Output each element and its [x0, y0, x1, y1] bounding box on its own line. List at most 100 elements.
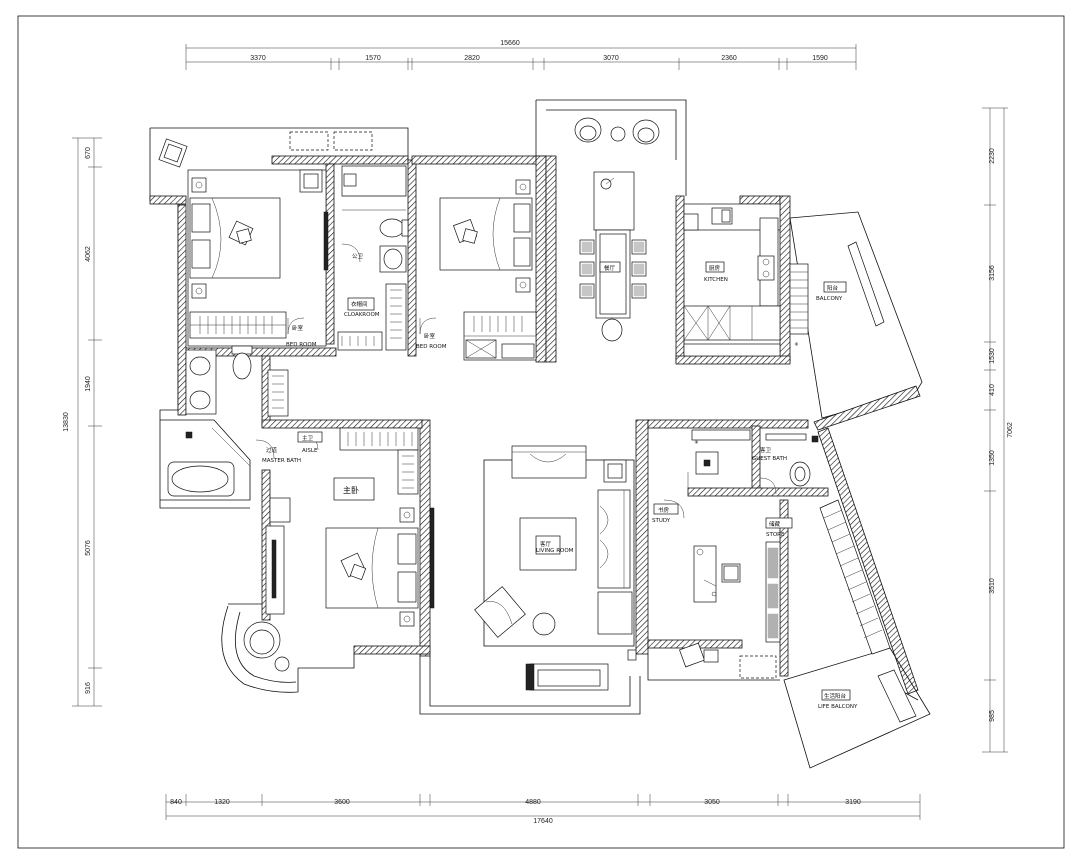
master-bath-label: 主卫 — [302, 434, 314, 442]
drawing-frame — [17, 15, 1065, 849]
bottom-dim-1: 840 — [170, 799, 182, 806]
right-dimension-chain: 7062 2230 3156 1530 410 1350 3510 985 — [982, 107, 1014, 753]
life-balcony: 生活阳台 LIFE BALCONY — [818, 499, 917, 723]
toilet-icon — [231, 345, 253, 380]
shower-icon — [343, 173, 357, 187]
bedroom-a-sublabel: BED ROOM — [286, 342, 317, 348]
master-bedroom: 主卧 — [221, 427, 435, 693]
bottom-dim-5: 3050 — [704, 799, 720, 806]
bedroom-b: 卧室 BED ROOM — [416, 179, 537, 361]
corridor-sublabel: AISLE — [302, 448, 318, 454]
pillow-icon — [340, 552, 367, 581]
left-dimension-chain: 13830 670 4062 1940 5076 916 — [63, 137, 102, 707]
left-dim-5: 916 — [85, 682, 92, 694]
dining-chair-icon — [579, 239, 647, 342]
armchair-icon — [574, 117, 660, 145]
office-chair-icon — [721, 563, 741, 583]
living-room: 客厅 LIVING ROOM — [474, 445, 637, 691]
nightstand-icon — [515, 277, 531, 293]
top-dim-2: 1570 — [365, 55, 381, 62]
balcony-top-label: 阳台 — [827, 284, 839, 292]
bottom-dim-2: 1320 — [214, 799, 230, 806]
dining-label: 餐厅 — [604, 264, 616, 272]
master-bath-sublabel: MASTER BATH — [262, 458, 301, 464]
study: 书房 STUDY — [647, 499, 781, 681]
top-dim-4: 3070 — [603, 55, 619, 62]
sink-icon — [379, 245, 407, 273]
pillow-icon — [228, 220, 254, 246]
right-dim-3: 1530 — [989, 348, 996, 364]
nightstand-icon — [515, 179, 531, 195]
top-dim-6: 1590 — [812, 55, 828, 62]
right-dim-2: 3156 — [989, 265, 996, 281]
left-dim-4: 5076 — [85, 540, 92, 556]
cloakroom-label: 衣帽间 — [351, 300, 368, 308]
right-total-dim: 7062 — [1007, 422, 1014, 438]
armchair-icon — [679, 642, 719, 668]
dresser-icon — [269, 497, 291, 523]
desk-icon — [693, 545, 717, 603]
master-bedroom-label: 主卧 — [343, 485, 359, 495]
left-dim-1: 670 — [85, 147, 92, 159]
top-dimension-chain: 15660 3370 1570 2820 3070 2360 1590 — [185, 40, 857, 70]
left-total-dim: 13830 — [63, 412, 70, 432]
guest-bathroom-sublabel: GUEST BATH — [752, 456, 787, 462]
ac-unit-icon — [333, 131, 373, 151]
right-dim-4: 410 — [989, 384, 996, 396]
master-bath: 主卫 MASTER BATH 过道 AISLE — [160, 345, 323, 501]
guest-bathroom-label: 客卫 — [760, 446, 772, 454]
tv-icon — [429, 507, 435, 609]
corridor-label: 过道 — [266, 446, 278, 454]
kitchen-label: 厨房 — [709, 264, 721, 272]
tv-icon — [323, 211, 329, 271]
storage-label: 储藏 — [769, 520, 781, 528]
cooktop-icon — [757, 255, 775, 281]
guest-wc: 公卫 衣帽间 CLOAKROOM — [337, 165, 409, 351]
nightstand-icon — [399, 507, 415, 523]
bottom-dim-6: 3190 — [845, 799, 861, 806]
bottom-dimension-chain: 840 1320 3600 4880 3050 3190 17640 — [165, 794, 921, 825]
life-balcony-label: 生活阳台 — [824, 692, 847, 700]
toilet-icon — [789, 461, 811, 487]
cloakroom-sublabel: CLOAKROOM — [344, 312, 380, 318]
top-total-dim: 15660 — [500, 40, 520, 47]
kitchen-sublabel: KITCHEN — [704, 277, 728, 283]
right-dim-6: 3510 — [989, 578, 996, 594]
living-room-label: 客厅 — [540, 540, 552, 548]
living-room-sublabel: LIVING ROOM — [536, 548, 574, 554]
bedroom-a-label: 卧室 — [292, 324, 304, 332]
sink-icon — [711, 207, 733, 225]
study-label: 书房 — [658, 506, 670, 514]
left-dim-3: 1940 — [85, 376, 92, 392]
storage-sublabel: STORE — [766, 532, 785, 538]
toilet-icon — [379, 218, 409, 238]
bottom-total-dim: 17640 — [533, 818, 553, 825]
bottom-dim-4: 4880 — [525, 799, 541, 806]
kitchen: 厨房 KITCHEN — [683, 203, 781, 357]
bottom-dim-3: 3600 — [334, 799, 350, 806]
left-dim-2: 4062 — [85, 246, 92, 262]
nightstand-icon — [399, 611, 415, 627]
nightstand-icon — [191, 177, 207, 193]
sink-icon — [189, 356, 211, 410]
ac-unit-icon — [289, 131, 329, 151]
pillow-icon — [453, 219, 478, 244]
top-dim-1: 3370 — [250, 55, 266, 62]
top-dim-5: 2360 — [721, 55, 737, 62]
guest-bathroom: ✳ 客卫 GUEST BATH — [687, 429, 819, 495]
storage: 储藏 STORE — [765, 517, 793, 538]
sink-icon — [695, 451, 719, 475]
top-dim-3: 2820 — [464, 55, 480, 62]
plant-icon: ✳ — [694, 439, 699, 446]
lamp-icon: ✳ — [794, 341, 799, 348]
study-sublabel: STUDY — [652, 518, 671, 524]
guest-wc-label: 公卫 — [352, 253, 364, 260]
sofa-icon — [597, 489, 631, 589]
right-dim-1: 2230 — [989, 148, 996, 164]
right-dim-7: 985 — [989, 710, 996, 722]
nightstand-icon — [191, 283, 207, 299]
cooktop-icon — [600, 177, 615, 190]
armchair-icon — [158, 138, 188, 168]
balcony-top-sublabel: BALCONY — [816, 296, 843, 302]
